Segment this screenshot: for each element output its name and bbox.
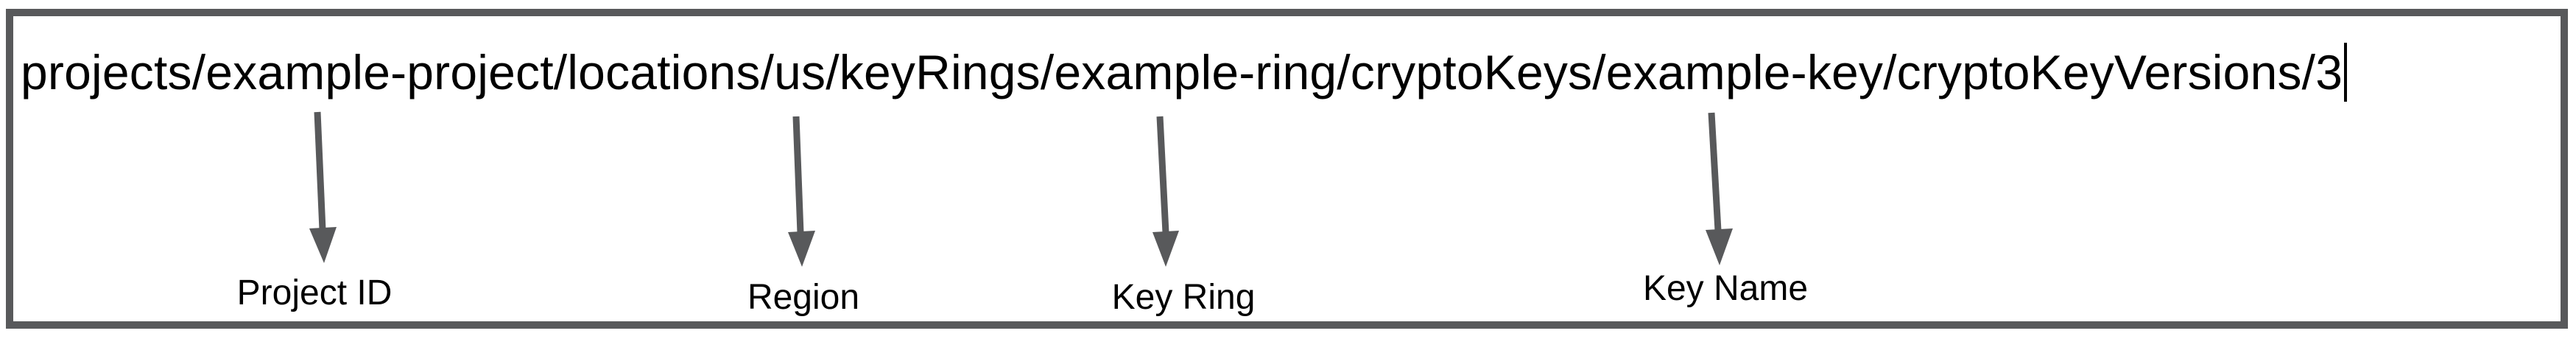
label-project-id: Project ID bbox=[236, 273, 393, 312]
label-key-name: Key Name bbox=[1642, 269, 1809, 308]
label-region: Region bbox=[747, 278, 860, 317]
resource-path-text[interactable]: projects/example-project/locations/us/ke… bbox=[21, 45, 2343, 99]
resource-path-line: projects/example-project/locations/us/ke… bbox=[21, 43, 2348, 102]
path-input-field[interactable] bbox=[6, 9, 2568, 329]
text-cursor bbox=[2344, 43, 2348, 102]
label-key-ring: Key Ring bbox=[1111, 278, 1256, 317]
